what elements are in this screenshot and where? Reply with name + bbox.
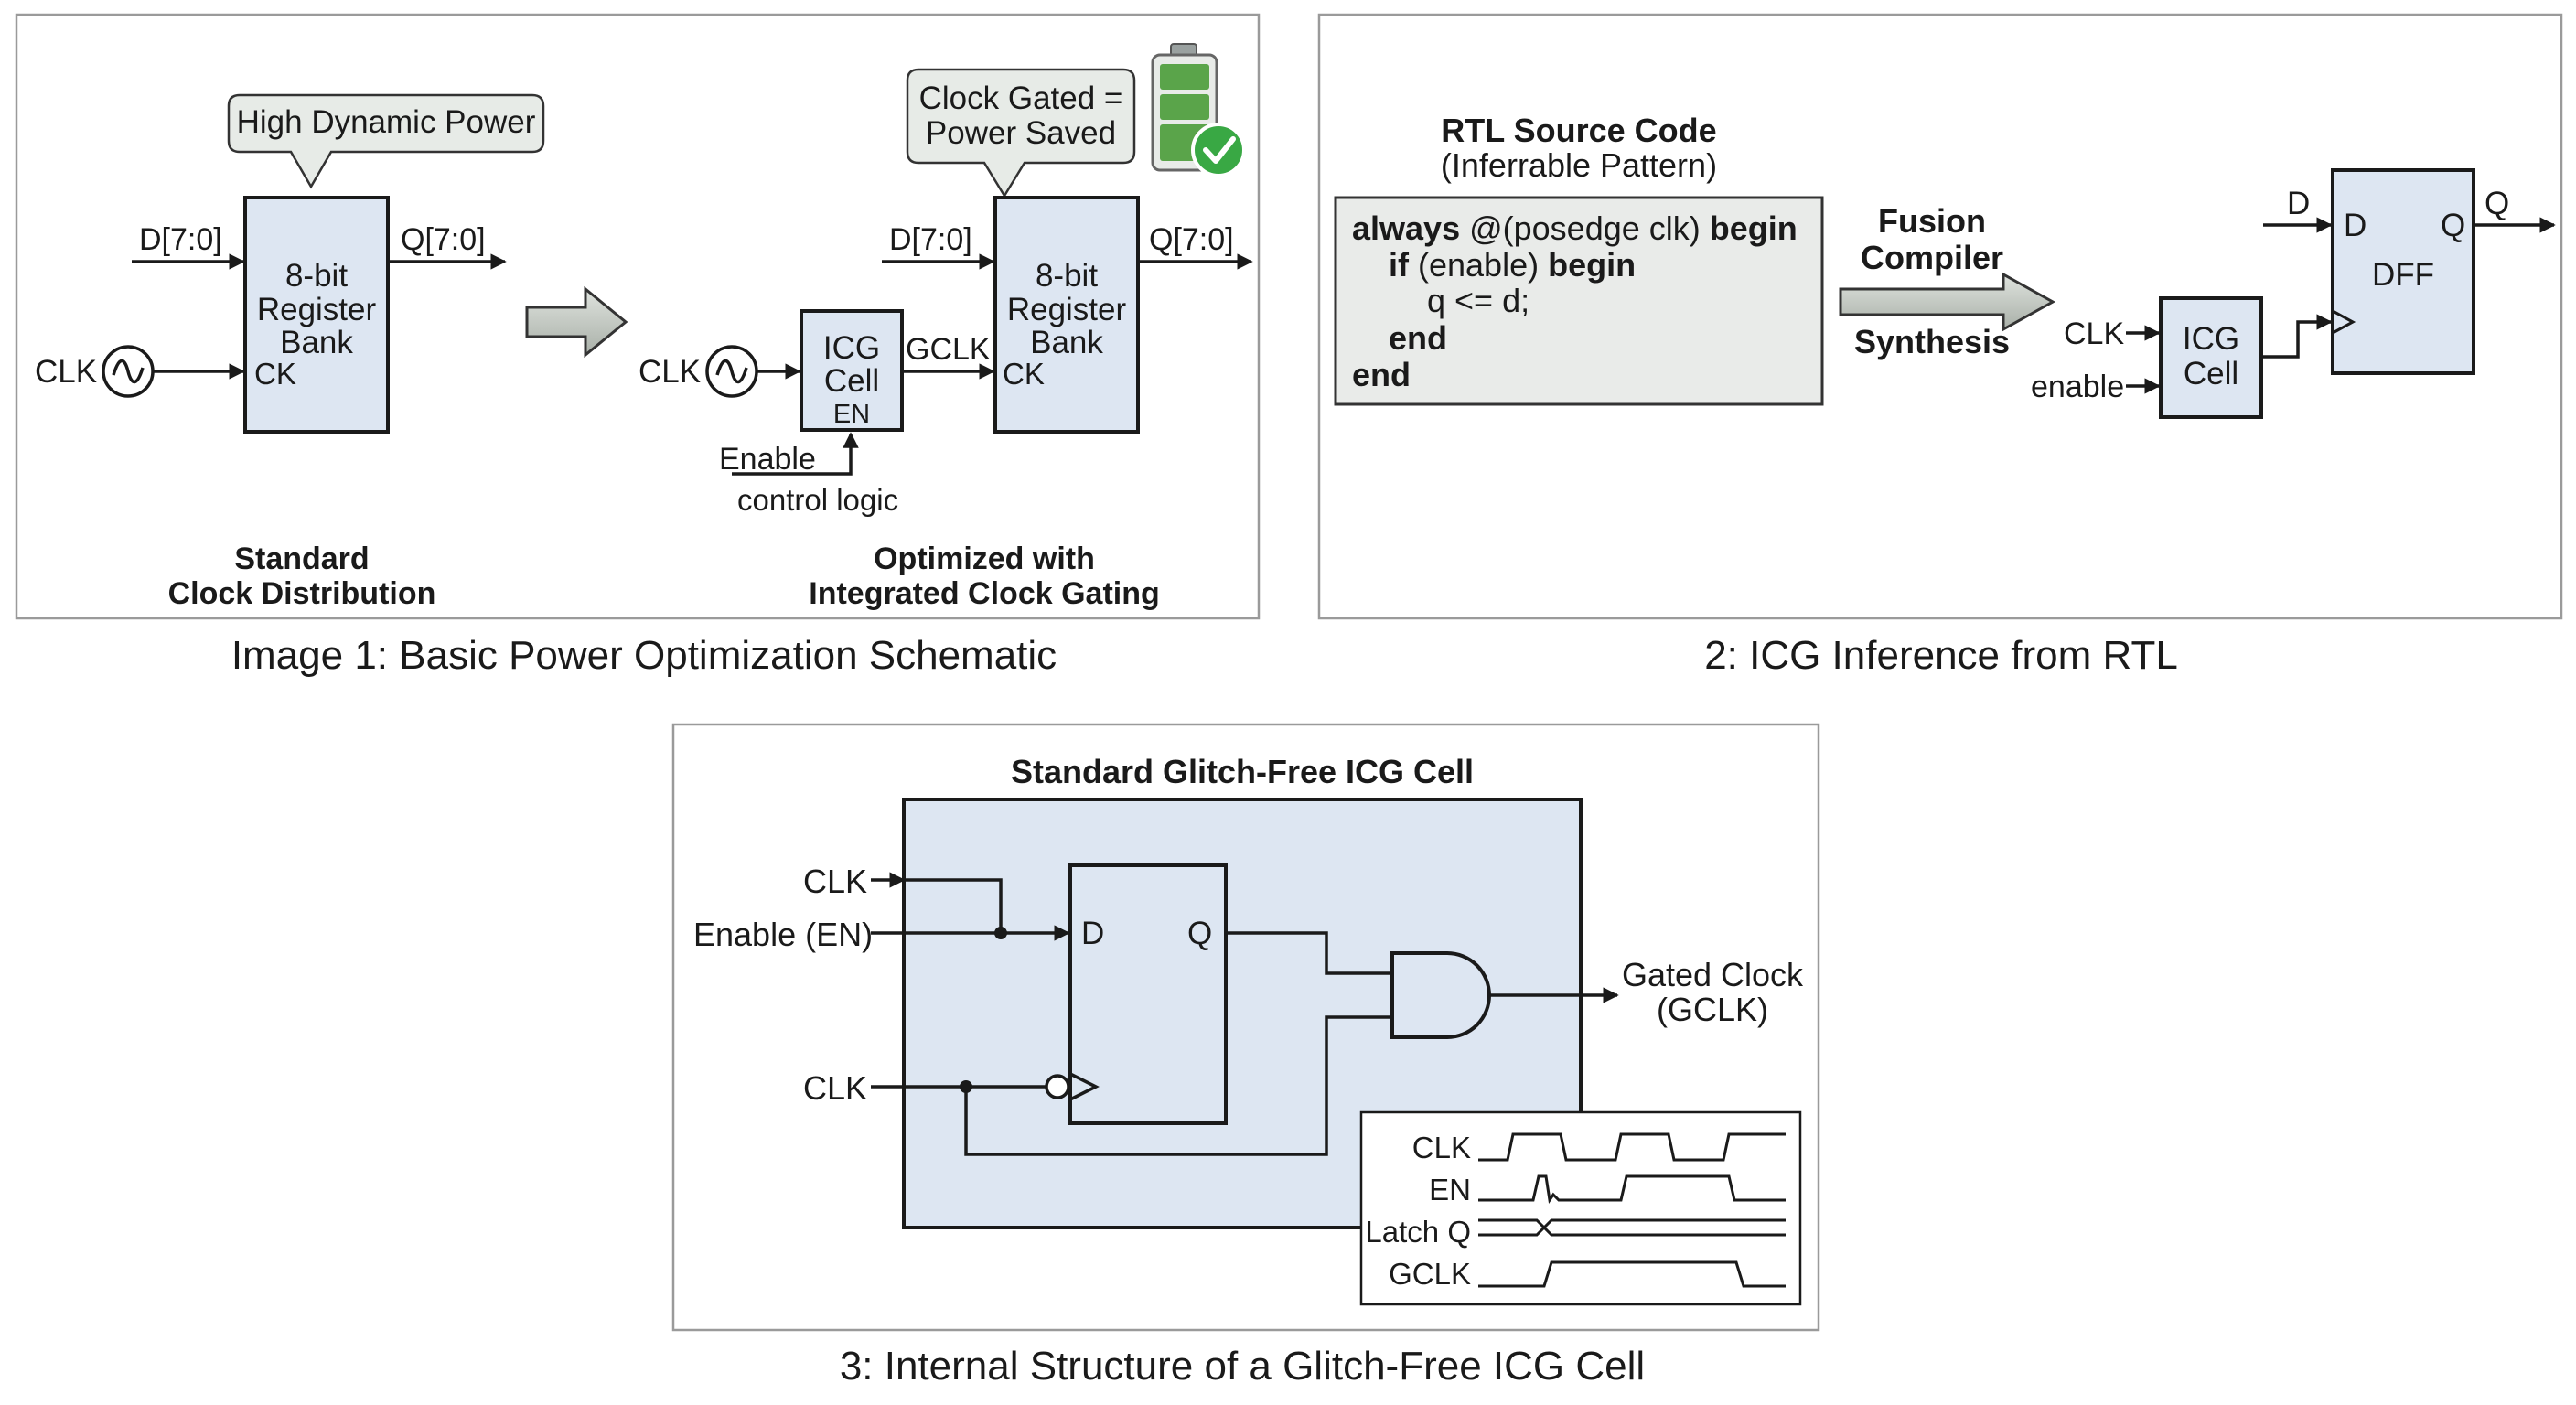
clk-label-left: CLK — [35, 354, 97, 390]
reg2-ck-pin: CK — [1003, 357, 1045, 391]
latch-clock-inverter-bubble — [1045, 1074, 1070, 1099]
icg-cell-block — [800, 309, 904, 432]
dff-name: DFF — [2372, 257, 2434, 293]
clk-label-right: CLK — [639, 354, 701, 390]
integrated-clock-gating-label: Integrated Clock Gating — [809, 576, 1160, 611]
panel-power-optimization: High Dynamic Power 8-bit Register Bank C… — [15, 13, 1261, 678]
enable-wire — [732, 432, 859, 476]
reg2-label-1: 8-bit — [1036, 258, 1098, 294]
junction-dot-en — [994, 927, 1007, 939]
bubble-clock-gated: Clock Gated = — [919, 80, 1123, 116]
clk-top-label: CLK — [803, 863, 867, 900]
code-condition: (enable) — [1409, 246, 1548, 284]
rtl-code-box — [1334, 196, 1824, 406]
reg-label-3: Bank — [280, 325, 353, 360]
rtl-title: RTL Source Code — [1441, 112, 1716, 149]
reg-ck-pin: CK — [254, 357, 296, 391]
dff-block — [2331, 168, 2475, 375]
and-gate-icon — [1390, 951, 1491, 1039]
clock-distribution-label: Clock Distribution — [168, 576, 436, 611]
panel-1-caption: Image 1: Basic Power Optimization Schema… — [231, 633, 1057, 678]
reg-label-1: 8-bit — [285, 258, 348, 294]
dff-d-pin: D — [2344, 208, 2367, 243]
q-to-and-wire — [1226, 931, 1392, 975]
q-output-label: Q[7:0] — [401, 222, 486, 257]
bubble-power-saved: Power Saved — [926, 115, 1116, 151]
q-label-p2: Q — [2485, 186, 2509, 221]
wave-label-gclk: GCLK — [1389, 1257, 1471, 1291]
code-line-1: always @(posedge clk) begin — [1352, 209, 1798, 247]
gclk-paren-label: (GCLK) — [1657, 991, 1768, 1028]
latch-d-pin: D — [1081, 916, 1104, 951]
d-input-label: D[7:0] — [139, 222, 222, 257]
speech-bubble-high-power: High Dynamic Power — [227, 93, 545, 189]
q-output-label-2: Q[7:0] — [1149, 222, 1234, 257]
gclk-wire-p2 — [2261, 314, 2333, 359]
panel-2-caption: 2: ICG Inference from RTL — [1704, 633, 2178, 678]
tool-synthesis: Synthesis — [1854, 323, 2010, 360]
clk-bottom-label: CLK — [803, 1069, 867, 1107]
gated-clock-label: Gated Clock — [1622, 956, 1804, 993]
wave-gclk — [1478, 1260, 1786, 1288]
reg2-label-3: Bank — [1030, 325, 1103, 360]
wave-label-latch-q: Latch Q — [1365, 1215, 1471, 1249]
dff-clock-triangle — [2332, 309, 2356, 335]
checkmark-icon — [1191, 123, 1246, 177]
speech-bubble-power-saved: Clock Gated = Power Saved — [906, 68, 1136, 198]
code-line-4: end — [1389, 319, 1447, 357]
code-line-2: if (enable) begin — [1389, 246, 1636, 284]
reg2-label-2: Register — [1007, 292, 1127, 327]
icg2-label-2: Cell — [2184, 356, 2238, 391]
icg-label-2: Cell — [824, 363, 879, 399]
clock-source-icon — [102, 345, 155, 398]
clock-source-icon-2 — [705, 345, 758, 398]
tool-compiler: Compiler — [1861, 239, 2003, 276]
code-kw-begin-1: begin — [1710, 209, 1798, 247]
latch-q-pin: Q — [1187, 916, 1212, 951]
d-label-p2: D — [2287, 186, 2310, 221]
wave-en — [1478, 1174, 1786, 1205]
enable-en-label: Enable (EN) — [693, 916, 873, 953]
register-bank-standard — [243, 196, 390, 434]
register-bank-gated — [993, 196, 1140, 434]
clk-top-internal-wire — [904, 878, 1003, 933]
enable-label: Enable — [719, 442, 816, 477]
panel-3-caption: 3: Internal Structure of a Glitch-Free I… — [840, 1344, 1645, 1389]
panel-icg-inference: RTL Source Code (Inferrable Pattern) alw… — [1317, 13, 2563, 678]
tool-fusion: Fusion — [1878, 202, 1986, 240]
dff-q-pin: Q — [2441, 208, 2465, 243]
panel-3-title: Standard Glitch-Free ICG Cell — [1011, 753, 1474, 790]
wave-clk — [1478, 1132, 1786, 1162]
reg-label-2: Register — [257, 292, 377, 327]
icg2-label-1: ICG — [2183, 321, 2239, 357]
wave-latch-q-low — [1478, 1218, 1786, 1237]
panel-glitch-free-icg: Standard Glitch-Free ICG Cell D Q CLK En… — [671, 723, 1820, 1389]
code-kw-always: always — [1352, 209, 1460, 247]
code-kw-if: if — [1389, 246, 1410, 284]
timing-diagram: CLK EN Latch Q GCLK — [1359, 1110, 1802, 1306]
code-kw-begin-2: begin — [1548, 246, 1636, 284]
synthesis-arrow-icon — [1839, 272, 2056, 332]
latch-block — [1068, 863, 1228, 1125]
icg-en-pin: EN — [833, 400, 870, 429]
transition-arrow-icon — [525, 285, 628, 359]
clk-label-p2: CLK — [2064, 316, 2124, 351]
enable-label-p2: enable — [2031, 370, 2124, 404]
code-line-3: q <= d; — [1427, 282, 1530, 319]
latch-clock-triangle — [1069, 1072, 1100, 1101]
d-input-label-2: D[7:0] — [889, 222, 972, 257]
control-logic-label: control logic — [737, 483, 898, 517]
bubble-high-dynamic-power: High Dynamic Power — [237, 104, 536, 140]
clk-to-and-wire — [964, 1015, 1392, 1156]
wave-label-en: EN — [1429, 1173, 1471, 1207]
icg-label-1: ICG — [823, 330, 880, 366]
standard-label: Standard — [234, 542, 369, 576]
gclk-label: GCLK — [906, 332, 991, 367]
code-line-5: end — [1352, 356, 1411, 393]
optimized-label: Optimized with — [874, 542, 1095, 576]
wave-label-clk: CLK — [1412, 1131, 1471, 1164]
rtl-subtitle: (Inferrable Pattern) — [1441, 146, 1717, 184]
code-sensitivity: @(posedge clk) — [1460, 209, 1710, 247]
